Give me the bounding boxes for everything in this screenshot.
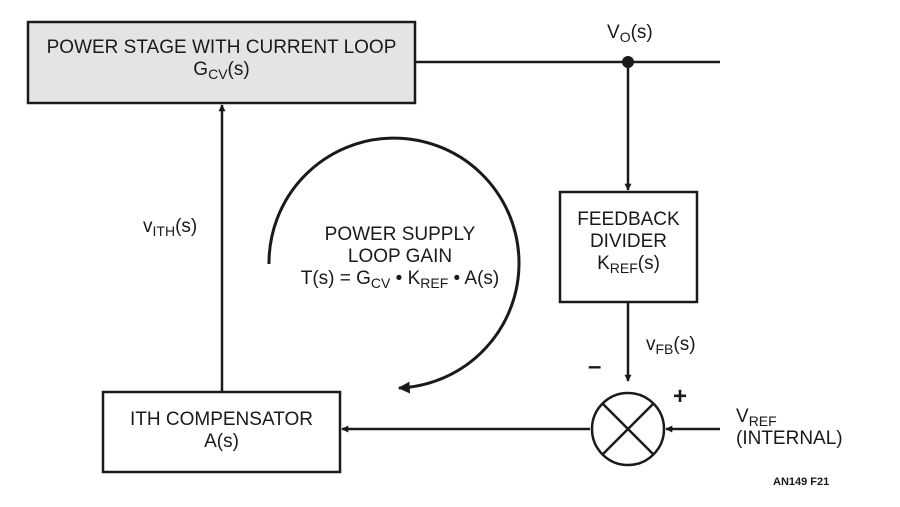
loop-gain-equation: T(s) = GCV • KREF • A(s)	[300, 268, 500, 291]
compensator-transfer-function: A(s)	[204, 431, 239, 452]
feedback-divider-line1: FEEDBACK	[577, 209, 680, 230]
feedback-divider-line2: DIVIDER	[589, 231, 668, 252]
compensator-title: ITH COMPENSATOR	[130, 409, 313, 430]
minus-sign: –	[588, 353, 602, 380]
loop-gain-label: POWER SUPPLY LOOP GAIN T(s) = GCV • KREF…	[270, 224, 530, 290]
plus-sign: +	[673, 383, 688, 410]
output-voltage-label: VO(s)	[607, 22, 653, 45]
vith-label: vITH(s)	[143, 216, 198, 239]
loop-gain-line2: LOOP GAIN	[347, 246, 453, 267]
vref-internal-label: (INTERNAL)	[736, 428, 843, 449]
feedback-divider-block	[558, 190, 699, 304]
vfb-label: vFB(s)	[646, 334, 696, 357]
vref-label: VREF (INTERNAL)	[736, 406, 843, 449]
power-stage-title: POWER STAGE WITH CURRENT LOOP	[46, 37, 397, 58]
loop-gain-line1: POWER SUPPLY	[324, 224, 476, 245]
power-stage-label: POWER STAGE WITH CURRENT LOOP GCV(s)	[28, 37, 415, 81]
power-stage-transfer-function: GCV(s)	[193, 59, 250, 82]
power-stage-block	[26, 20, 417, 105]
summing-junction	[590, 391, 666, 467]
feedback-divider-label: FEEDBACK DIVIDER KREF(s)	[560, 209, 697, 275]
compensator-label: ITH COMPENSATOR A(s)	[103, 409, 340, 453]
loop-gain-arc-arrow	[267, 136, 521, 394]
figure-id: AN149 F21	[773, 476, 830, 488]
feedback-divider-transfer-function: KREF(s)	[597, 253, 660, 276]
